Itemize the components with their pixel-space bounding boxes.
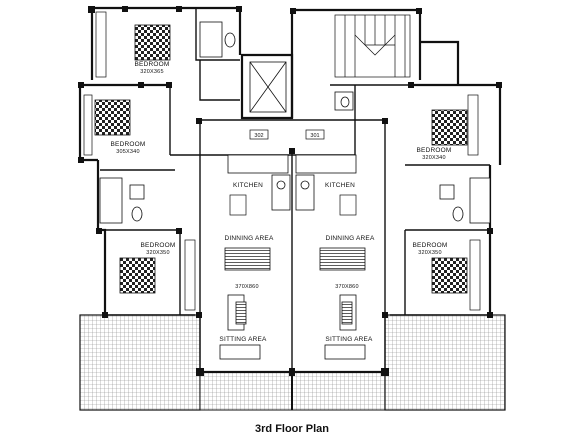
size-dining-left: 370X860 [235,284,258,290]
dining-tables [224,247,366,271]
label-bedroom-right-mid: BEDROOM [417,147,452,154]
bed-right-mid [431,109,468,146]
wardrobes [83,11,481,311]
plan-title: 3rd Floor Plan [255,423,329,435]
label-kitchen-left: KITCHEN [233,182,263,189]
bed-left-low [119,257,156,294]
label-bedroom-right-low: BEDROOM [413,242,448,249]
unit-number-left: 302 [254,133,263,139]
label-bedroom-left-low: BEDROOM [141,242,176,249]
bed-top [134,24,171,61]
size-bedroom-right-low: 320X350 [418,250,441,256]
size-dining-right: 370X860 [335,284,358,290]
label-dining-right: DINNING AREA [326,235,375,242]
label-kitchen-right: KITCHEN [325,182,355,189]
balcony-front [199,371,386,411]
beds [94,24,468,294]
bed-right-low [431,257,468,294]
bathrooms [99,21,491,224]
unit-number-right: 301 [310,133,319,139]
label-bedroom-top: BEDROOM [135,61,170,68]
size-bedroom-top: 320X365 [140,69,163,75]
terrace-right [384,314,506,411]
elevator-shaft [249,61,287,113]
terrace-left [79,314,201,411]
size-bedroom-left-low: 320X350 [146,250,169,256]
label-dining-left: DINNING AREA [225,235,274,242]
bed-left-mid [94,99,131,136]
room-labels: BEDROOM 320X365 BEDROOM 305X340 BEDROOM … [111,61,452,343]
structural-columns [78,6,502,376]
label-bedroom-left-mid: BEDROOM [111,141,146,148]
unit-tag-left: 302 [249,129,269,140]
label-sitting-left: SITTING AREA [219,336,267,343]
sofas [219,294,366,360]
unit-tag-right: 301 [305,129,325,140]
size-bedroom-left-mid: 305X340 [116,149,139,155]
kitchen-counters [227,154,357,211]
label-sitting-right: SITTING AREA [325,336,373,343]
size-bedroom-right-mid: 320X340 [422,155,445,161]
staircase [334,14,411,78]
kitchen-tables [229,194,357,216]
